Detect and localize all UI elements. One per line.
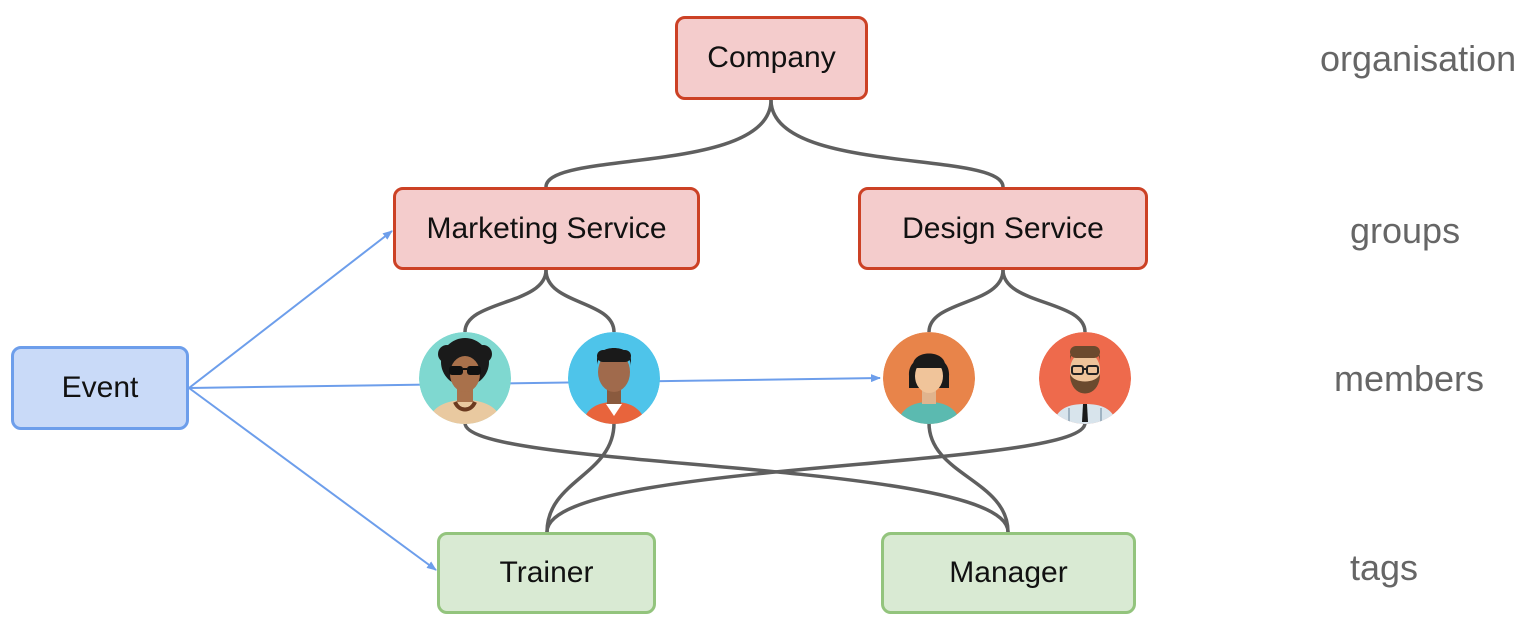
connector-company-design [769,99,1005,188]
event-arrows [188,230,881,571]
level-label-members: members [1334,358,1485,399]
level-label-organisation: organisation [1320,38,1517,79]
connector-member4-trainer [545,422,1087,533]
connector-design-member4 [1001,269,1087,333]
hierarchy-connectors [463,99,1087,533]
arrow-event-design-member [188,374,881,389]
level-label-groups: groups [1350,210,1461,251]
member-bearded-glasses[interactable] [1039,332,1131,424]
connector-company-marketing [544,99,773,188]
event-node[interactable]: Event [11,346,189,430]
member-short-hair[interactable] [568,332,660,424]
design-service-node[interactable]: Design Service [858,187,1148,270]
arrow-event-marketing [188,230,393,389]
afro-sunglasses-avatar-icon [419,332,511,424]
bearded-glasses-avatar-icon [1039,332,1131,424]
arrow-event-trainer [188,387,437,571]
manager-node[interactable]: Manager [881,532,1136,614]
connector-member3-manager [927,422,1010,533]
short-hair-avatar-icon [568,332,660,424]
bob-hair-avatar-icon [883,332,975,424]
connector-marketing-member2 [544,269,616,333]
connector-design-member3 [927,269,1005,333]
connector-marketing-member1 [463,269,548,333]
connector-member2-trainer [545,422,616,533]
member-bob-hair[interactable] [883,332,975,424]
level-label-tags: tags [1350,547,1419,588]
company-node[interactable]: Company [675,16,868,100]
marketing-service-node[interactable]: Marketing Service [393,187,700,270]
member-afro-sunglasses[interactable] [419,332,511,424]
connector-member1-manager [463,422,1010,533]
trainer-node[interactable]: Trainer [437,532,656,614]
